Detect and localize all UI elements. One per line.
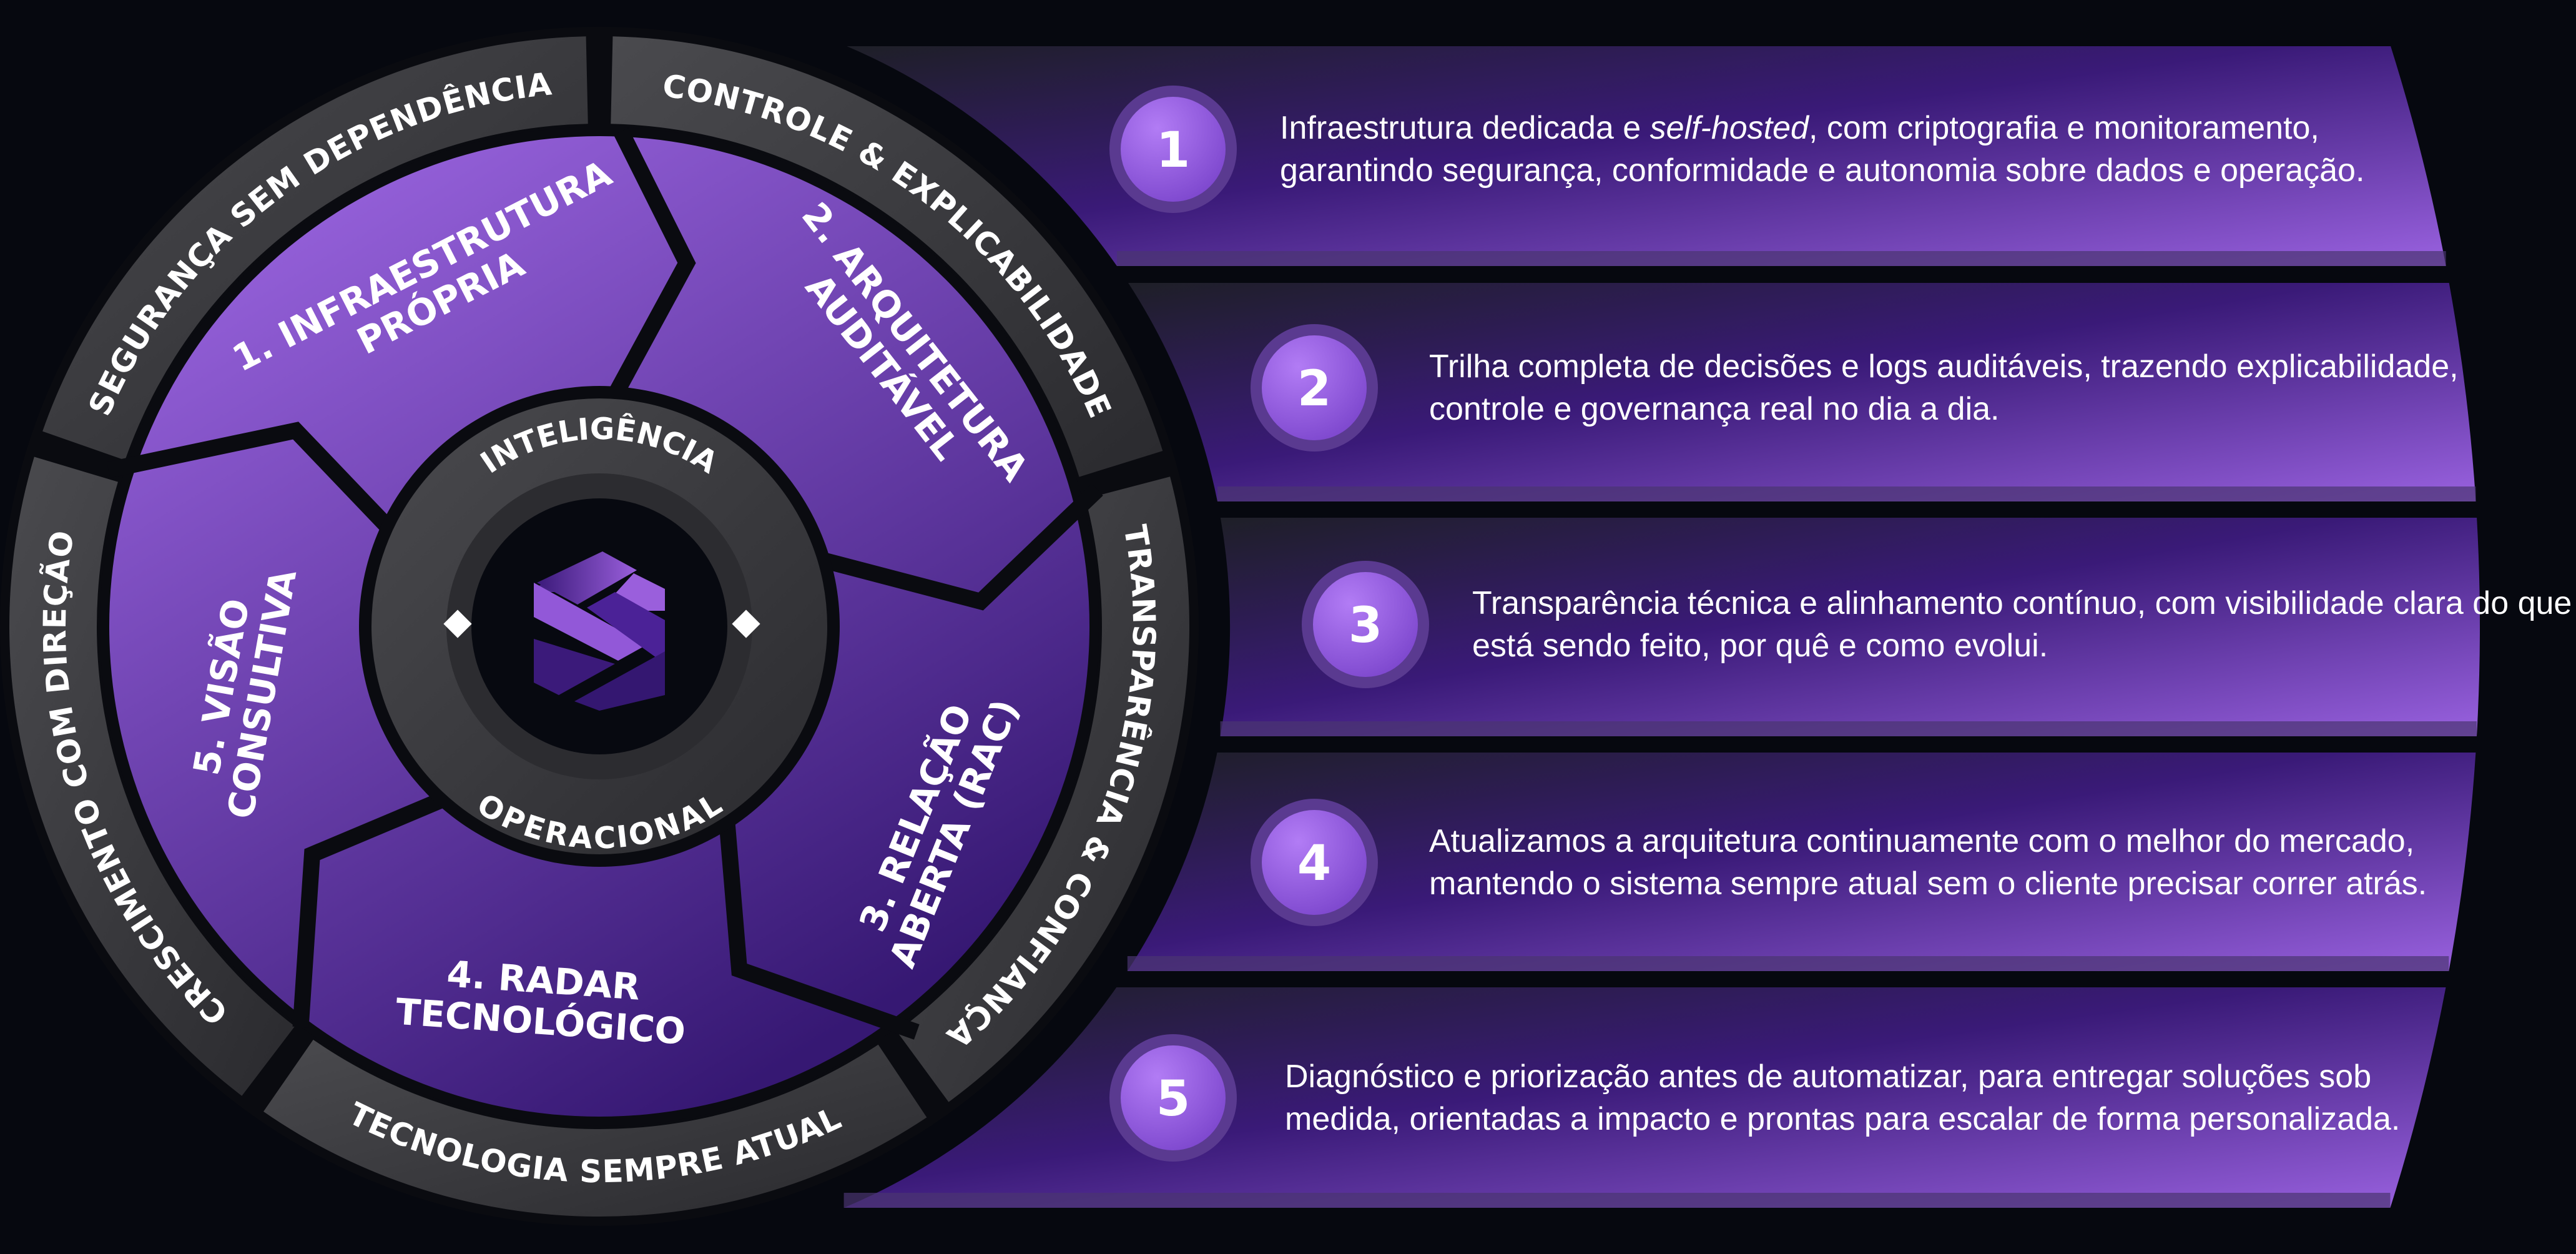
panel-text: , com criptografia e monitoramento, gara… bbox=[1280, 110, 2365, 189]
panel-description: Diagnóstico e priorização antes de autom… bbox=[1285, 1055, 2421, 1140]
panel-1 bbox=[847, 46, 2446, 266]
hexagon-s-logo-icon bbox=[534, 551, 665, 711]
badge-number: 4 bbox=[1297, 836, 1331, 892]
panel-5 bbox=[843, 987, 2446, 1208]
panel-bevel bbox=[1220, 721, 2477, 736]
number-badges: 1 2 3 4 5 bbox=[1109, 86, 1429, 1162]
panel-text: Diagnóstico e priorização antes de autom… bbox=[1285, 1059, 2401, 1137]
segment-separator bbox=[106, 422, 409, 548]
panel-4 bbox=[1127, 753, 2476, 971]
segment-separators bbox=[106, 127, 1103, 1040]
panel-bevel bbox=[843, 1193, 2391, 1208]
ring-segment bbox=[263, 1039, 927, 1217]
ring-segment bbox=[9, 457, 295, 1096]
badge-5 bbox=[1121, 1045, 1226, 1150]
panel-bevel bbox=[1217, 486, 2476, 501]
feature-panels bbox=[843, 46, 2480, 1208]
diamond-icon bbox=[443, 610, 472, 638]
panel-text-italic: self-hosted bbox=[1649, 110, 1809, 146]
badge-3 bbox=[1313, 572, 1418, 677]
panel-description: Transparência técnica e alinhamento cont… bbox=[1472, 582, 2576, 667]
hub: INTELIGÊNCIA OPERACIONAL bbox=[359, 386, 840, 867]
badge-4 bbox=[1262, 810, 1367, 915]
badge-number: 3 bbox=[1349, 598, 1382, 654]
segment-separator bbox=[803, 483, 1103, 611]
diamond-icon bbox=[732, 610, 760, 638]
ring-segment bbox=[897, 476, 1189, 1102]
ring-segment bbox=[611, 36, 1163, 477]
segment-separator bbox=[597, 127, 696, 418]
panel-description: Atualizamos a arquitetura continuamente … bbox=[1429, 820, 2565, 905]
panel-text: Trilha completa de decisões e logs audit… bbox=[1429, 348, 2459, 427]
panel-bevel bbox=[1127, 956, 2449, 971]
badge-number: 2 bbox=[1297, 361, 1331, 417]
panel-text: Infraestrutura dedicada e bbox=[1280, 110, 1650, 146]
segment-separator bbox=[714, 771, 920, 1040]
badge-number: 1 bbox=[1156, 122, 1190, 179]
panel-3 bbox=[1220, 518, 2480, 736]
panel-description: Infraestrutura dedicada e self-hosted, c… bbox=[1280, 107, 2416, 192]
panel-bevel bbox=[1116, 251, 2446, 266]
panel-2 bbox=[1128, 283, 2476, 501]
panel-text: Atualizamos a arquitetura continuamente … bbox=[1429, 823, 2427, 902]
badge-1 bbox=[1121, 97, 1226, 202]
panel-description: Trilha completa de decisões e logs audit… bbox=[1429, 345, 2565, 430]
panel-text: Transparência técnica e alinhamento cont… bbox=[1472, 585, 2572, 664]
badge-number: 5 bbox=[1156, 1071, 1190, 1127]
segment-separator bbox=[292, 781, 471, 1028]
badge-2 bbox=[1262, 335, 1367, 440]
ring-segment bbox=[42, 36, 588, 460]
